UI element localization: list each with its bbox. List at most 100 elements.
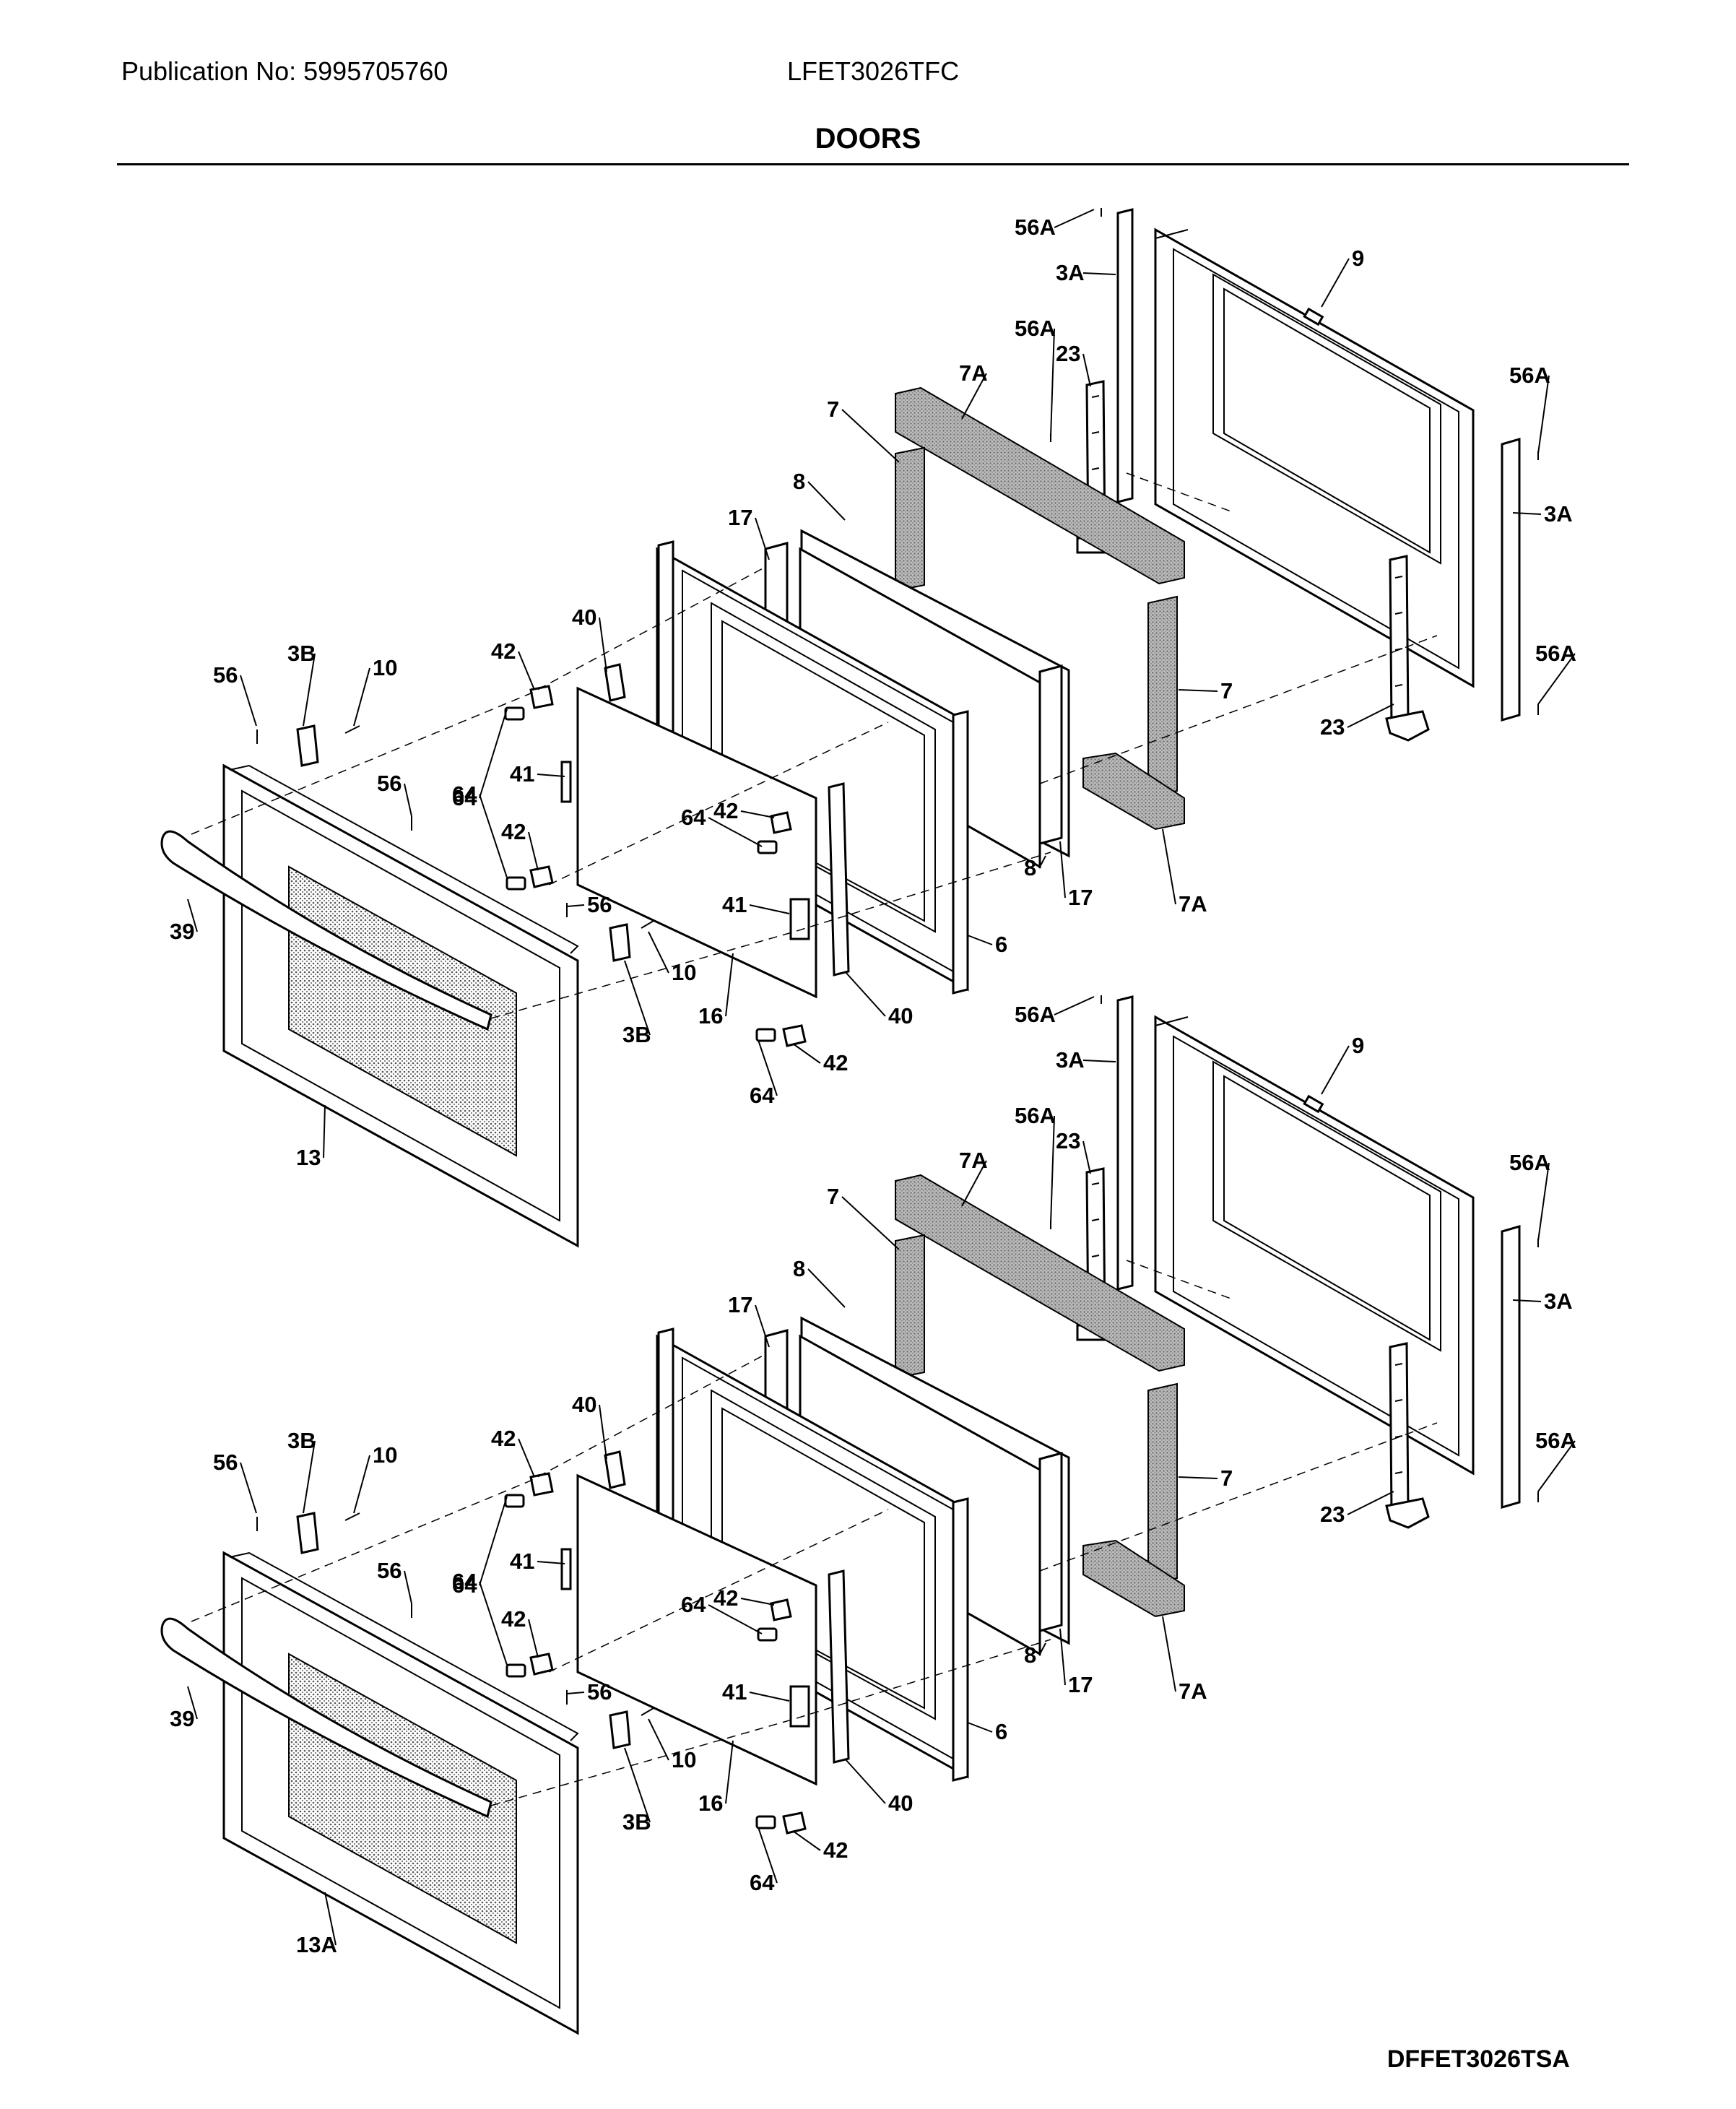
callout-label: 56: [213, 1450, 238, 1475]
callout-leader-line: [844, 971, 886, 1017]
callout-label: 42: [713, 798, 738, 823]
callout-leader-line: [1321, 1045, 1350, 1095]
callout-label: 56A: [1015, 215, 1056, 240]
callout-leader-line: [1082, 1140, 1091, 1174]
page-title: DOORS: [815, 123, 921, 155]
callout-leader-line: [528, 831, 539, 871]
callout-leader-line: [1347, 1491, 1394, 1515]
callout-label: 42: [491, 1426, 516, 1451]
callout-leader-line: [303, 653, 316, 727]
callout-leader-line: [1082, 1060, 1116, 1062]
callout-label: 10: [672, 1747, 696, 1772]
callout-leader-line: [749, 1692, 790, 1702]
callout-label: 40: [572, 605, 596, 630]
callout-leader-line: [479, 1496, 508, 1586]
callout-label: 3B: [287, 641, 316, 666]
callout-leader-line: [1050, 1115, 1055, 1225]
callout-label: 3A: [1544, 501, 1573, 527]
diagram-code: DFFET3026TSA: [1386, 2045, 1570, 2073]
callout-label: 42: [491, 638, 516, 664]
callout-leader-line: [1054, 996, 1095, 1015]
callout-label: 7A: [1179, 891, 1207, 917]
callout-label: 42: [823, 1837, 848, 1863]
callout-label: 56A: [1015, 316, 1056, 341]
callout-leader-line: [1347, 703, 1394, 728]
callout-label: 7: [827, 1184, 839, 1209]
callout-leader-line: [758, 1039, 778, 1096]
callout-leader-line: [1054, 209, 1095, 228]
callout-leader-line: [303, 1440, 316, 1514]
callout-label: 16: [698, 1003, 723, 1028]
callout-leader-line: [961, 1160, 987, 1207]
callout-label: 64: [681, 805, 706, 830]
callout-leader-line: [1537, 653, 1576, 705]
callout-leader-line: [1321, 258, 1350, 308]
callout-label: 17: [728, 505, 752, 530]
callout-leader-line: [1038, 1642, 1046, 1656]
callout-label: 39: [170, 919, 194, 944]
callout-label: 42: [501, 1606, 526, 1632]
callout-label: 23: [1320, 1502, 1345, 1527]
callout-label: 64: [681, 1592, 706, 1617]
callout-label: 64: [452, 1572, 477, 1598]
callout-label: 16: [698, 1790, 723, 1816]
callout-leader-line: [537, 1561, 565, 1564]
callout-leader-line: [841, 409, 900, 463]
callout-leader-line: [518, 651, 535, 690]
callout-label: 3A: [1056, 260, 1085, 285]
callout-label: 6: [995, 1719, 1007, 1744]
callout-label: 56: [587, 1679, 612, 1705]
callout-leader-line: [599, 617, 607, 672]
callout-label: 42: [501, 819, 526, 844]
callout-leader-line: [648, 1718, 669, 1761]
callout-leader-line: [624, 960, 651, 1036]
callout-leader-line: [1162, 1616, 1176, 1692]
callout-label: 42: [713, 1585, 738, 1611]
callout-label: 8: [1024, 1642, 1036, 1668]
callout-leader-line: [537, 774, 565, 777]
callout-leader-line: [1537, 375, 1550, 454]
callout-label: 8: [793, 469, 805, 494]
callout-leader-line: [624, 1747, 651, 1823]
callout-label: 7A: [1179, 1679, 1207, 1704]
callout-leader-line: [708, 817, 763, 847]
callout-label: 17: [1068, 1672, 1093, 1697]
callout-label: 40: [888, 1790, 913, 1816]
callout-label: 56: [587, 892, 612, 917]
callout-label: 64: [452, 1569, 477, 1594]
callout-label: 7A: [959, 1148, 988, 1173]
callout-leader-line: [841, 1196, 900, 1250]
callout-label: 9: [1352, 1033, 1364, 1058]
callout-label: 3B: [622, 1022, 651, 1047]
callout-label: 10: [373, 1442, 397, 1468]
callout-label: 39: [170, 1706, 194, 1731]
callout-leader-line: [758, 1827, 778, 1884]
callout-leader-line: [1178, 1476, 1218, 1479]
callout-label: 3A: [1544, 1289, 1573, 1314]
publication-number: Publication No: 5995705760: [121, 56, 448, 86]
callout-leader-line: [807, 1268, 846, 1308]
callout-leader-line: [792, 1830, 821, 1851]
callout-label: 3B: [287, 1428, 316, 1453]
callout-label: 23: [1320, 714, 1345, 740]
callout-leader-line: [566, 1692, 585, 1694]
callout-leader-line: [404, 1570, 412, 1604]
callout-leader-line: [740, 810, 775, 818]
callout-label: 7: [1220, 1465, 1233, 1491]
callout-leader-line: [755, 517, 770, 560]
callout-label: 64: [750, 1083, 775, 1108]
callout-label: 3B: [622, 1809, 651, 1835]
callout-leader-line: [599, 1404, 607, 1460]
callout-label: 7A: [959, 360, 988, 386]
callout-leader-line: [749, 904, 790, 914]
title-divider: [117, 163, 1629, 165]
callout-leader-line: [1038, 855, 1046, 869]
callout-leader-line: [725, 1740, 734, 1804]
callout-label: 13A: [296, 1932, 337, 1957]
callout-leader-line: [967, 1722, 993, 1733]
callout-label: 56A: [1509, 1150, 1550, 1175]
callout-leader-line: [648, 931, 669, 974]
callout-leader-line: [566, 904, 585, 907]
callout-label: 17: [1068, 885, 1093, 910]
